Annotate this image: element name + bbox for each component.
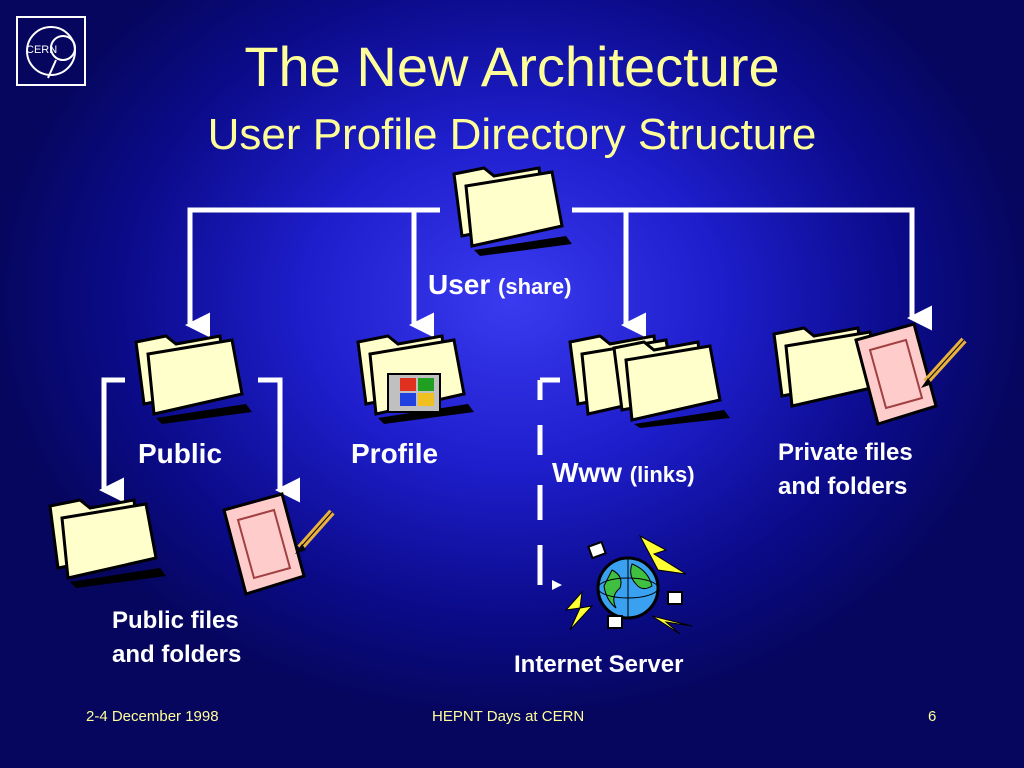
www-dash-arrowhead <box>552 580 562 590</box>
arrow-to-public-folder <box>99 377 125 503</box>
slide-title: The New Architecture <box>244 35 780 98</box>
user-label: User (share) <box>428 268 571 304</box>
private-label-line1: Private files <box>778 439 913 466</box>
www-note: (links) <box>629 462 695 487</box>
public-label: Public <box>138 438 223 469</box>
www-folders-icon <box>568 334 730 428</box>
internet-server-label: Internet Server <box>514 651 684 678</box>
footer-event: HEPNT Days at CERN <box>432 708 585 725</box>
profile-label: Profile <box>351 438 439 469</box>
footer-page-number: 6 <box>928 708 937 725</box>
user-note: (share) <box>498 274 572 299</box>
cern-logo-mark <box>26 26 76 79</box>
user-folder-icon <box>452 166 572 256</box>
arrow-to-private <box>572 207 932 331</box>
public-files-label-line2: and folders <box>112 641 242 668</box>
cern-logo: CERN <box>16 16 86 86</box>
www-label: Www (links) <box>552 456 695 492</box>
private-label-line2: and folders <box>778 473 908 500</box>
public-folder-icon <box>134 334 252 424</box>
arrow-to-public <box>185 207 440 338</box>
public-files-label: Public files and folders <box>112 604 241 672</box>
public-files-folder-icon <box>48 498 166 588</box>
www-label-text: Www <box>552 457 622 488</box>
footer-date: 2-4 December 1998 <box>86 708 219 725</box>
cern-logo-text: CERN <box>26 44 58 56</box>
arrow-to-public-doc <box>258 377 300 503</box>
private-label: Private files and folders <box>778 436 913 504</box>
windows-logo-icon <box>387 373 441 413</box>
public-document-icon <box>222 492 335 596</box>
slide-subtitle: User Profile Directory Structure <box>207 110 817 159</box>
private-files-icon <box>772 322 967 426</box>
internet-globe-icon <box>564 534 693 635</box>
public-files-label-line1: Public files <box>112 607 239 634</box>
user-label-text: User <box>428 269 491 300</box>
